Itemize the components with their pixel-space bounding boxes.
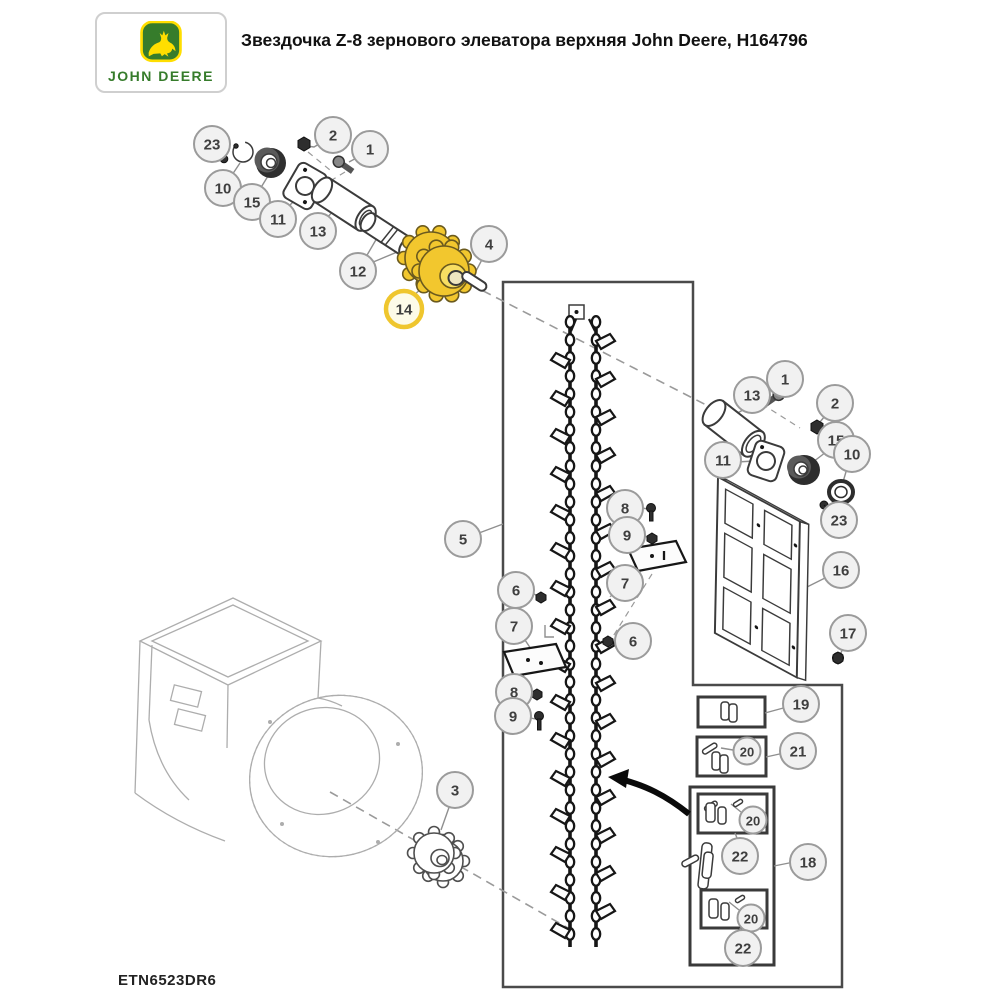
callout-7: 7 [606,564,644,602]
callout-13: 13 [299,212,337,250]
callout-16: 16 [822,551,860,589]
right-shaft-assembly [701,388,855,682]
callout-1: 1 [766,360,804,398]
frame-16 [713,475,810,682]
svg-text:10: 10 [844,447,861,464]
john-deere-logo: JOHN DEERE [95,12,227,93]
callout-22: 22 [721,837,759,875]
svg-text:9: 9 [623,528,631,545]
svg-text:6: 6 [629,634,637,651]
upper-shaft-assembly [219,136,488,303]
sprocket-14 [396,225,477,303]
callout-11: 11 [259,200,297,238]
callout-17: 17 [829,614,867,652]
callout-2: 2 [314,116,352,154]
svg-text:1: 1 [781,372,789,389]
svg-text:13: 13 [744,388,761,405]
callout-13: 13 [733,376,771,414]
callout-7: 7 [495,607,533,645]
box-18 [688,785,776,967]
chain-link-icons [681,701,746,921]
callout-21: 21 [779,732,817,770]
svg-text:18: 18 [800,855,817,872]
svg-text:10: 10 [215,181,232,198]
callout-23: 23 [820,501,858,539]
svg-text:13: 13 [310,224,327,241]
callout-9: 9 [608,516,646,554]
callout-1: 1 [351,130,389,168]
svg-text:2: 2 [831,396,839,413]
pin-4 [461,270,488,292]
svg-text:22: 22 [732,849,749,866]
svg-text:7: 7 [510,619,518,636]
callout-9: 9 [494,697,532,735]
svg-text:19: 19 [793,697,810,714]
drawing-code: ETN6523DR6 [118,972,217,989]
callout-14: 14 [383,288,425,330]
box-19 [696,695,767,729]
callout-19: 19 [782,685,820,723]
box-18a [696,792,769,835]
svg-text:23: 23 [204,137,221,154]
svg-text:9: 9 [509,709,517,726]
bolt-1-left [332,155,355,174]
callout-20: 20 [732,736,762,766]
callout-12: 12 [339,252,377,290]
svg-text:17: 17 [840,626,857,643]
callout-2: 2 [816,384,854,422]
callout-10: 10 [833,435,871,473]
svg-text:7: 7 [621,576,629,593]
callout-20: 20 [736,903,766,933]
callout-6: 6 [614,622,652,660]
elevator-housing-sketch [134,597,424,858]
detail-boxes [501,280,844,989]
svg-text:16: 16 [833,563,850,580]
svg-text:22: 22 [735,941,752,958]
svg-text:12: 12 [350,264,367,281]
callout-18: 18 [789,843,827,881]
svg-text:2: 2 [329,128,337,145]
svg-text:4: 4 [485,237,494,254]
page-title: Звездочка Z-8 зернового элеватора верхня… [241,30,808,50]
callout-3: 3 [436,771,474,809]
svg-text:6: 6 [512,583,520,600]
svg-text:5: 5 [459,532,467,549]
callout-20: 20 [738,805,768,835]
svg-text:11: 11 [270,212,286,229]
svg-text:8: 8 [510,685,518,702]
chain-pointer-arrow [608,769,691,817]
box-18b [699,888,769,930]
svg-text:23: 23 [831,513,848,530]
svg-text:20: 20 [744,912,758,927]
svg-text:8: 8 [621,501,629,518]
svg-text:14: 14 [396,302,413,319]
callout-11: 11 [704,441,742,479]
paddle-hardware [502,503,688,731]
svg-text:1: 1 [366,142,374,159]
svg-text:15: 15 [244,195,261,212]
callout-5: 5 [444,520,482,558]
callout-6: 6 [497,571,535,609]
flange-11-right [746,439,786,483]
svg-text:3: 3 [451,783,459,800]
svg-text:20: 20 [740,745,754,760]
svg-text:21: 21 [790,744,807,761]
leaping-deer-icon [140,21,182,63]
callout-22: 22 [724,929,762,967]
callout-4: 4 [470,225,508,263]
chain-detail-box [501,280,844,989]
lower-sprocket-3 [406,825,471,889]
callout-8: 8 [606,489,644,527]
logo-text: JOHN DEERE [107,68,215,84]
svg-text:11: 11 [715,453,731,470]
elevator-chain [549,304,617,947]
svg-text:20: 20 [746,814,760,829]
callout-23: 23 [193,125,231,163]
